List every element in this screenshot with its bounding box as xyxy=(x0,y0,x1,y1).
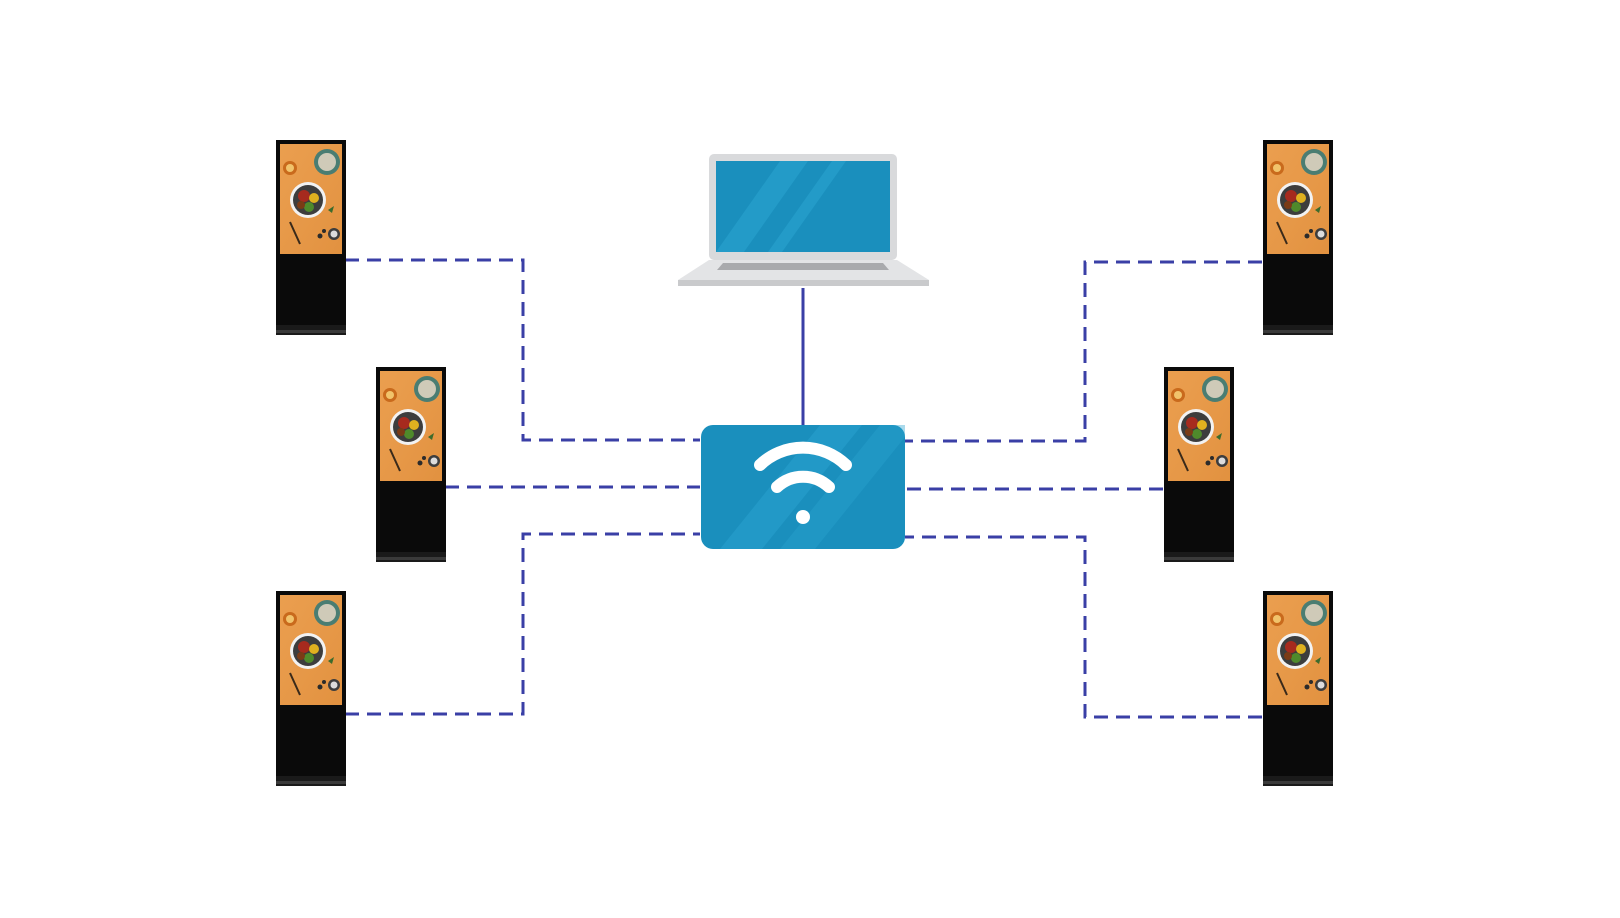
link-right-top xyxy=(905,260,1262,443)
kiosk-right-top xyxy=(1263,140,1333,335)
kiosk-left-bottom xyxy=(276,591,346,786)
laptop-icon xyxy=(678,154,929,286)
link-right-bottom xyxy=(905,535,1262,719)
kiosk-left-middle xyxy=(376,367,446,562)
kiosk-right-middle xyxy=(1164,367,1234,562)
connection-lines xyxy=(345,258,1262,719)
wifi-hub xyxy=(701,425,905,549)
kiosk-left-top xyxy=(276,140,346,335)
link-left-bottom xyxy=(345,532,700,716)
kiosk-right-bottom xyxy=(1263,591,1333,786)
link-left-top xyxy=(345,258,700,442)
wifi-icon xyxy=(754,441,852,524)
